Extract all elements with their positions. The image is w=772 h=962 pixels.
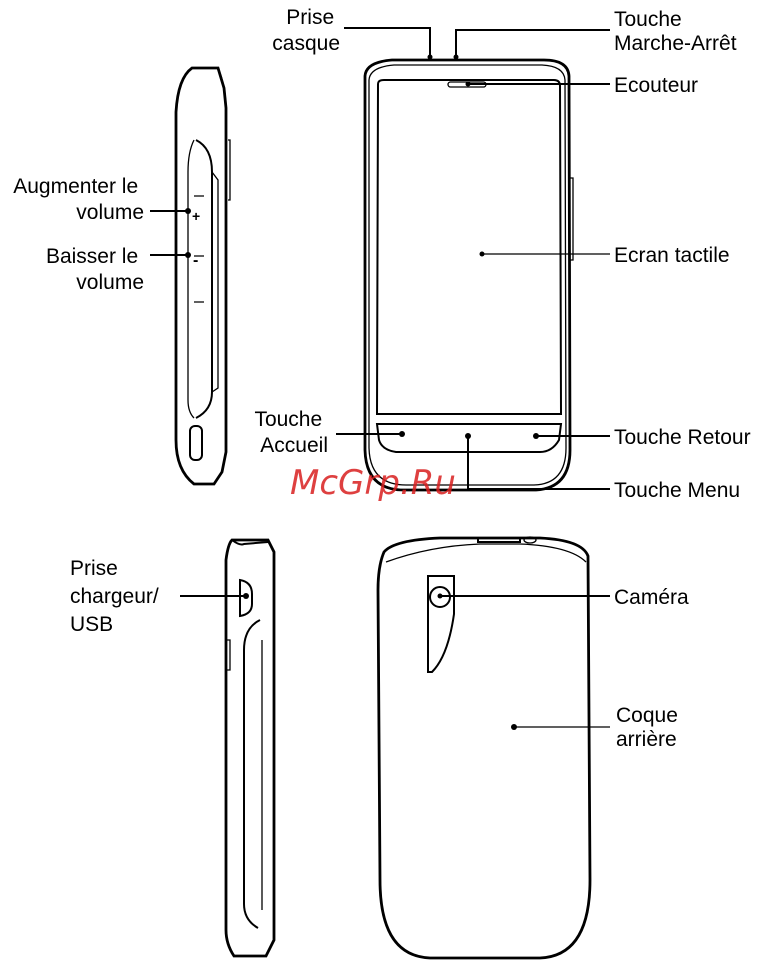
label-menu-key: Touche Menu bbox=[614, 479, 740, 502]
label-volume-up: Augmenter le volume bbox=[13, 175, 144, 224]
label-charger-usb: Prise chargeur/ USB bbox=[70, 557, 165, 636]
volume-minus-symbol: - bbox=[193, 252, 198, 269]
label-earpiece: Ecouteur bbox=[614, 74, 698, 97]
label-volume-down: Baisser le volume bbox=[46, 245, 144, 294]
label-camera: Caméra bbox=[614, 586, 689, 609]
leader-lines bbox=[150, 28, 610, 730]
watermark-text: McGrp.Ru bbox=[290, 463, 456, 503]
side-slot bbox=[190, 426, 202, 460]
label-power-key: Touche Marche-Arrêt bbox=[614, 8, 737, 55]
touchscreen-panel bbox=[377, 80, 561, 414]
label-back-cover: Coque arrière bbox=[616, 704, 684, 751]
phone-back-view bbox=[378, 537, 590, 958]
label-touchscreen: Ecran tactile bbox=[614, 244, 730, 267]
volume-plus-symbol: + bbox=[192, 208, 200, 224]
label-back-key: Touche Retour bbox=[614, 426, 751, 449]
phone-side-view-volume bbox=[176, 68, 230, 484]
phone-front-view bbox=[365, 60, 573, 490]
phone-side-view-usb bbox=[226, 540, 274, 956]
label-headphone-jack: Prise casque bbox=[272, 6, 340, 55]
label-home-key: Touche Accueil bbox=[254, 408, 328, 457]
